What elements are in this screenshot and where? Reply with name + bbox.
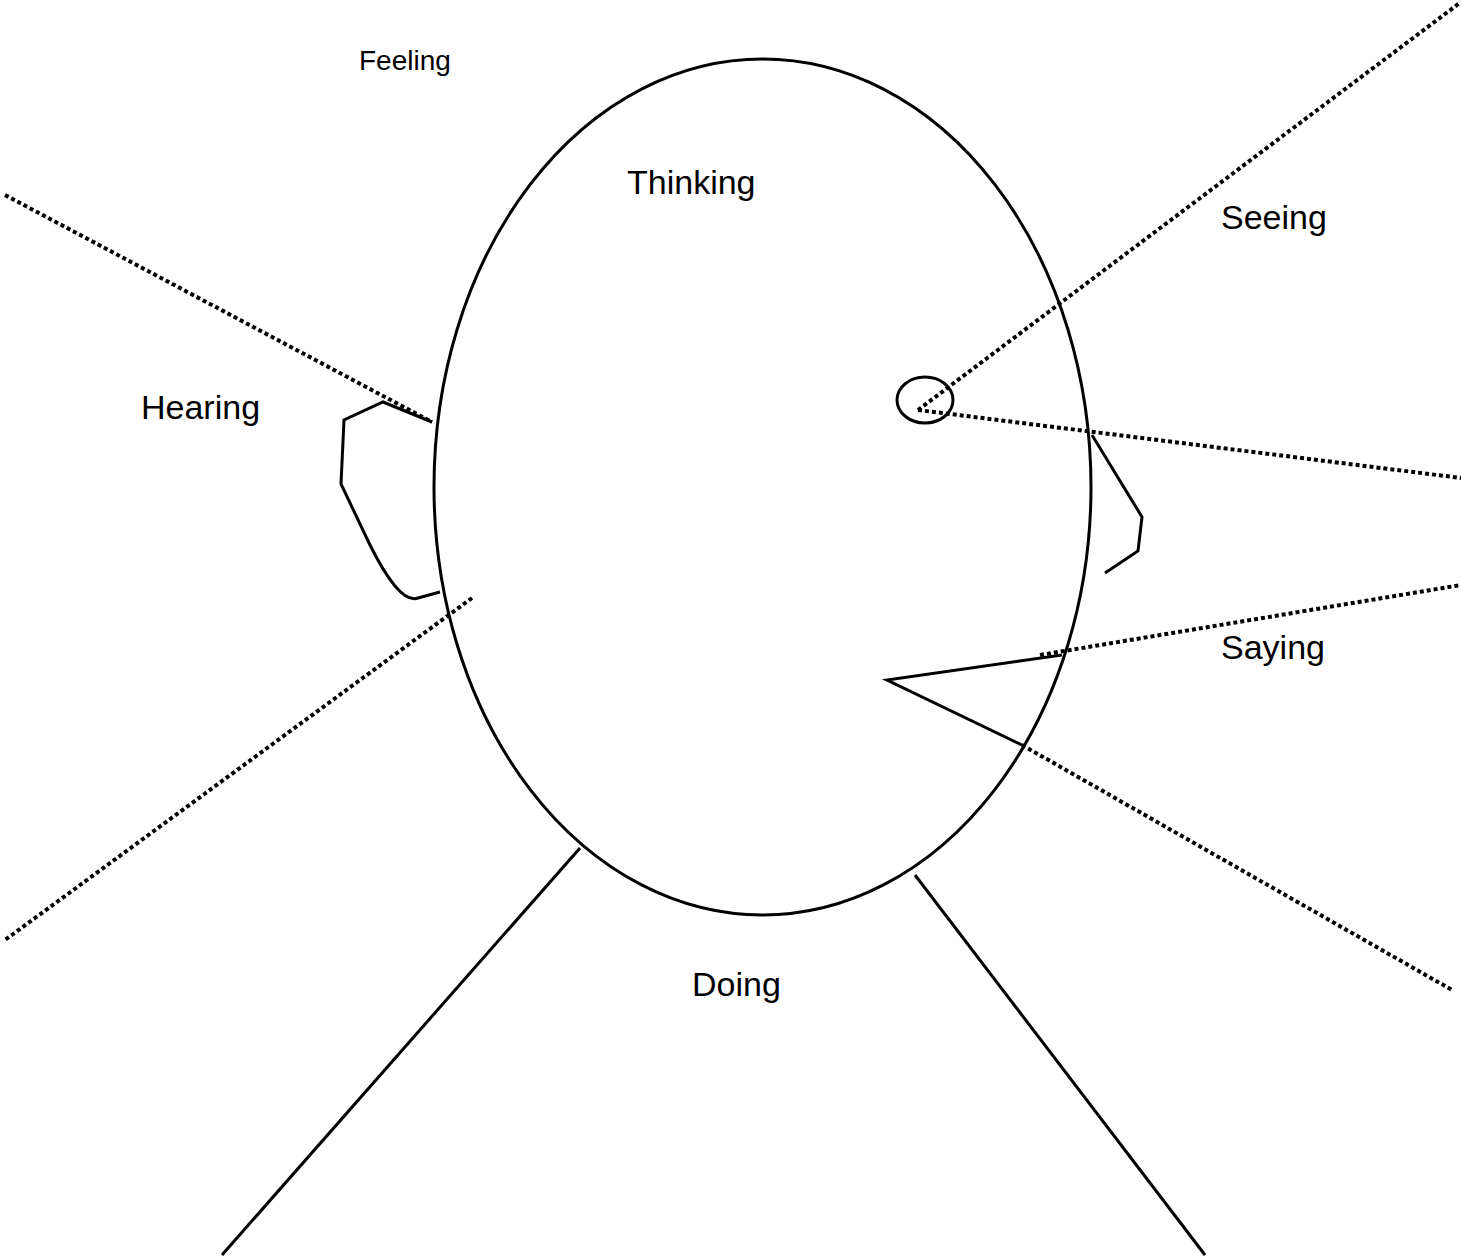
head-ellipse (432, 57, 1093, 917)
node-label: Thinking (627, 163, 756, 202)
sense-label: Doing (692, 965, 781, 1004)
sense-lines (5, 2, 1461, 990)
sense-label: Feeling (359, 45, 451, 77)
face-features (222, 377, 1205, 1255)
head-outline: Thinking (432, 57, 1093, 917)
sense-label: Saying (1221, 628, 1325, 667)
sense-label: Hearing (141, 388, 260, 427)
sense-label: Seeing (1221, 198, 1327, 237)
